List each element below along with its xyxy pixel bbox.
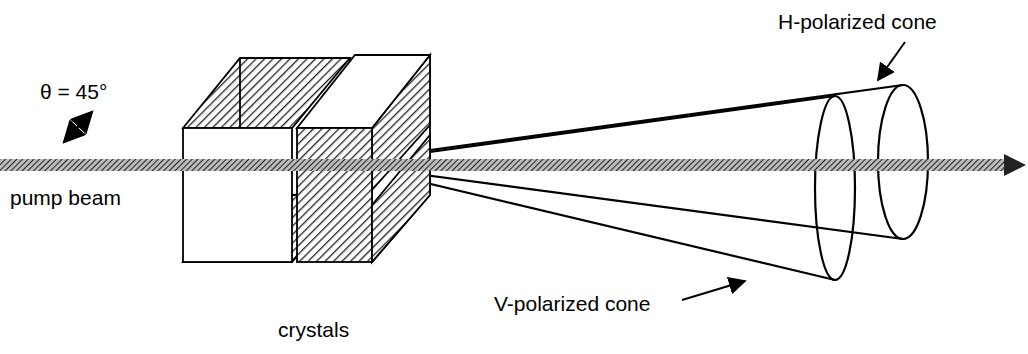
part-label: crystals	[276, 318, 351, 342]
cones	[372, 85, 928, 280]
cone-label: V-polarized cone	[492, 292, 652, 316]
crystal-2	[297, 55, 430, 262]
beam-label: pump beam	[8, 186, 123, 210]
pump-beam	[0, 154, 1026, 176]
leader-arrow	[682, 281, 745, 300]
polarization-arrow	[64, 112, 92, 142]
leader-arrow	[878, 42, 905, 80]
cone-label: H-polarized cone	[776, 10, 939, 34]
polarization-angle: θ = 45°	[38, 80, 109, 104]
